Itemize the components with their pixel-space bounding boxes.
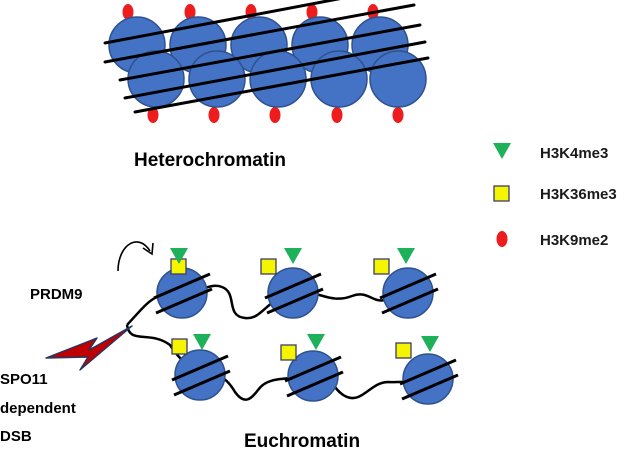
- dna-wrap: [133, 56, 430, 114]
- euchromatin-row-upper: [153, 248, 439, 319]
- h3k4me3-mark: [307, 334, 325, 350]
- h3k36me3-mark: [373, 258, 390, 275]
- dna-wrap: [103, 3, 416, 64]
- legend-item-h3k36me3: H3K36me3: [493, 185, 617, 203]
- spo11-label: SPO11 dependent DSB: [0, 371, 76, 445]
- dna-wrap: [171, 354, 229, 382]
- h3k36me3-mark: [260, 258, 277, 275]
- euchromatin-strands: [125, 248, 459, 405]
- prdm9-arrow-curve: [117, 241, 151, 272]
- h3k36me3-mark: [171, 338, 188, 355]
- nucleosome: [127, 50, 185, 108]
- h3k36me3-mark: [280, 344, 297, 361]
- h3k4me3-mark: [193, 334, 211, 350]
- heterochromatin-cluster: [103, 0, 430, 123]
- euchromatin-nucleosome: [280, 334, 344, 402]
- dna-wrap: [123, 40, 427, 100]
- dna-wrap: [153, 272, 211, 300]
- euchromatin-nucleosome: [153, 248, 213, 319]
- dna-wrap: [379, 272, 437, 300]
- h3k9me2-mark: [208, 107, 220, 123]
- h3k9me2-marks-bottom: [147, 107, 404, 123]
- legend-label: H3K4me3: [540, 145, 608, 162]
- euchromatin-row-lower: [171, 334, 459, 405]
- legend-label: H3K36me3: [540, 186, 617, 203]
- h3k4me3-mark: [170, 248, 188, 264]
- h3k9me2-mark: [122, 4, 134, 20]
- nucleosome: [249, 50, 307, 108]
- euchromatin-nucleosome: [373, 248, 439, 319]
- h3k4me3-mark: [421, 336, 439, 352]
- euchromatin-label: Euchromatin: [244, 431, 360, 452]
- dna-wrap: [266, 287, 324, 315]
- h3k36me3-mark: [395, 342, 412, 359]
- heterochromatin-row-bottom: [127, 50, 427, 108]
- prdm9-arrow: [117, 241, 154, 272]
- dna-wrap: [173, 369, 231, 397]
- prdm9-arrow-head: [142, 242, 154, 256]
- h3k4me3-legend-icon: [493, 143, 511, 159]
- prdm9-label: PRDM9: [30, 286, 83, 303]
- h3k9me2-mark: [306, 4, 318, 20]
- h3k9me2-legend-icon: [496, 231, 508, 247]
- euchromatin-nucleosome: [395, 336, 459, 405]
- dna-wrap: [155, 287, 213, 315]
- h3k4me3-mark: [284, 248, 302, 264]
- h3k9me2-mark: [331, 107, 343, 123]
- h3k36me3-legend-icon: [493, 185, 510, 202]
- euchromatin-nucleosome: [171, 334, 231, 401]
- heterochromatin-label: Heterochromatin: [134, 150, 286, 171]
- h3k9me2-mark: [147, 107, 159, 123]
- h3k9me2-mark: [392, 107, 404, 123]
- dsb-lightning-icon: [45, 325, 133, 371]
- h3k9me2-mark: [269, 107, 281, 123]
- dna-wrap: [284, 355, 342, 383]
- legend-item-h3k9me2: H3K9me2: [496, 231, 608, 249]
- h3k4me3-mark: [397, 248, 415, 264]
- dna-wrap: [103, 0, 341, 45]
- h3k9me2-mark: [184, 4, 196, 20]
- spo11-label-line: dependent: [0, 400, 76, 417]
- spo11-label-line: SPO11: [0, 371, 48, 388]
- dna-wrap: [399, 358, 457, 386]
- dna-wrap: [264, 272, 322, 300]
- dna-strand-lower: [125, 324, 429, 401]
- euchromatin-nucleosome: [260, 248, 324, 319]
- dna-wrap: [286, 370, 344, 398]
- dna-wrap: [118, 23, 422, 82]
- legend-label: H3K9me2: [540, 232, 608, 249]
- heterochromatin-dna-wraps: [103, 0, 430, 114]
- dna-wrap: [381, 287, 439, 315]
- legend: H3K4me3 H3K36me3 H3K9me2: [493, 143, 617, 249]
- legend-item-h3k4me3: H3K4me3: [493, 143, 608, 162]
- spo11-label-line: DSB: [0, 428, 32, 445]
- dna-wrap: [401, 373, 459, 401]
